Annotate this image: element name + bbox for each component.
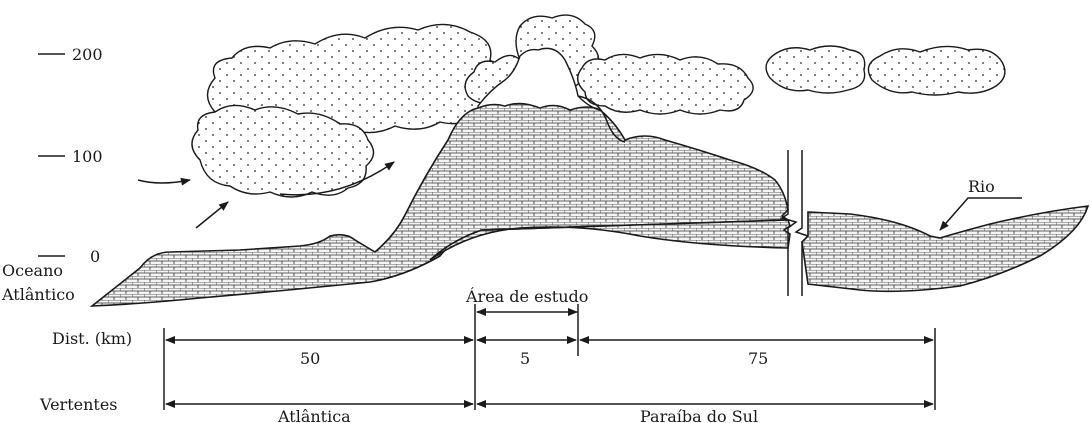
terrain-profile-lower [429, 219, 791, 261]
cloud-far-right-1 [765, 45, 866, 94]
distance-row: Dist. (km) 50 5 75 [52, 329, 934, 368]
peak-slope-line [577, 95, 626, 143]
slope-segment-paraiba: Paraíba do Sul [640, 407, 758, 423]
distance-segment-1: 50 [300, 349, 320, 368]
wind-arrow-2 [195, 201, 229, 229]
slope-segment-atlantic: Atlântica [277, 407, 351, 423]
wind-arrows [137, 161, 395, 229]
cloud-right-center [577, 53, 754, 115]
distance-row-label: Dist. (km) [52, 329, 132, 348]
terrain-profile-right [801, 205, 1090, 293]
scale-label-0: 0 [90, 247, 100, 266]
distance-segment-3: 75 [748, 349, 768, 368]
study-area-label: Área de estudo [465, 286, 588, 306]
river-marker: Rio [939, 177, 1022, 231]
clouds [191, 14, 1006, 198]
ocean-label-line2: Atlântico [1, 285, 75, 304]
distance-segment-2: 5 [520, 349, 530, 368]
slopes-row-label: Vertentes [39, 395, 118, 414]
height-scale: 200 100 0 [38, 45, 103, 266]
scale-label-200: 200 [72, 45, 103, 64]
slopes-row: Vertentes Atlântica Paraíba do Sul [39, 395, 934, 423]
reference-lines [163, 304, 936, 410]
break-marker [780, 150, 810, 296]
study-area-marker: Área de estudo [465, 286, 588, 316]
wind-arrow-3 [279, 161, 395, 196]
scale-label-100: 100 [72, 147, 103, 166]
wind-arrow-1 [137, 177, 191, 186]
river-label: Rio [968, 177, 995, 196]
ocean-label-line1: Oceano [2, 261, 63, 280]
cloud-far-right-2 [867, 45, 1006, 96]
cloud-left-lower [191, 104, 375, 198]
